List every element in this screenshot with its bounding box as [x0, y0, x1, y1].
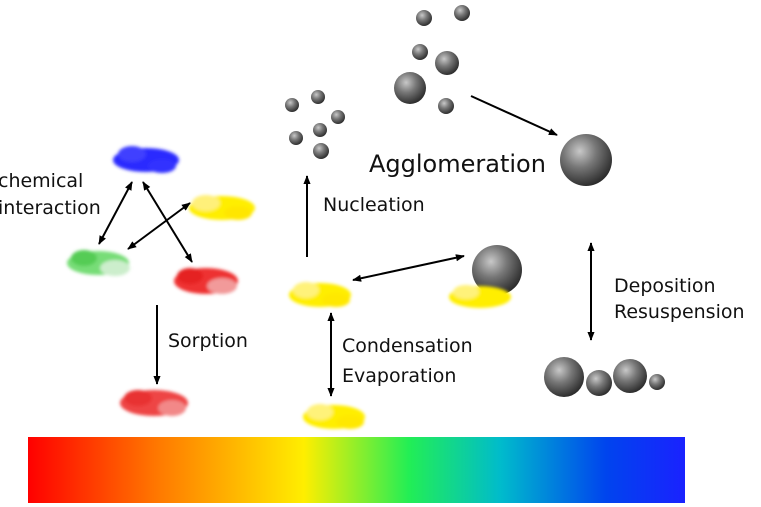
- arrow-cloud-to-sphere: [352, 254, 465, 282]
- yellow-cloud-top: [189, 195, 255, 220]
- agglomerate-sphere: [560, 134, 612, 186]
- arrow-blue-red: [142, 181, 193, 263]
- label-resuspension: Resuspension: [614, 301, 745, 323]
- arrow-green-yellow: [127, 202, 191, 250]
- spectrum-bar: [28, 437, 685, 503]
- label-nucleation: Nucleation: [323, 194, 425, 216]
- nucleation-particles: [285, 90, 345, 159]
- deposited-particle-chain: [544, 357, 665, 397]
- red-cloud-lower: [120, 390, 188, 416]
- red-cloud-upper: [174, 268, 238, 294]
- label-agglomeration: Agglomeration: [369, 150, 546, 178]
- arrow-agglomeration: [470, 95, 558, 136]
- label-condensation: Condensation: [342, 335, 473, 357]
- label-deposition: Deposition: [614, 275, 716, 297]
- label-interaction: interaction: [0, 197, 101, 219]
- sphere-with-condensate: [449, 245, 522, 308]
- green-cloud: [67, 250, 130, 276]
- label-evaporation: Evaporation: [342, 365, 456, 387]
- agglomeration-particles: [394, 5, 470, 114]
- yellow-cloud-middle: [289, 282, 351, 307]
- label-chemical: chemical: [0, 170, 83, 192]
- blue-cloud: [113, 146, 179, 173]
- yellow-cloud-bottom: [303, 404, 365, 429]
- label-sorption: Sorption: [168, 330, 248, 352]
- arrow-blue-green: [98, 181, 133, 245]
